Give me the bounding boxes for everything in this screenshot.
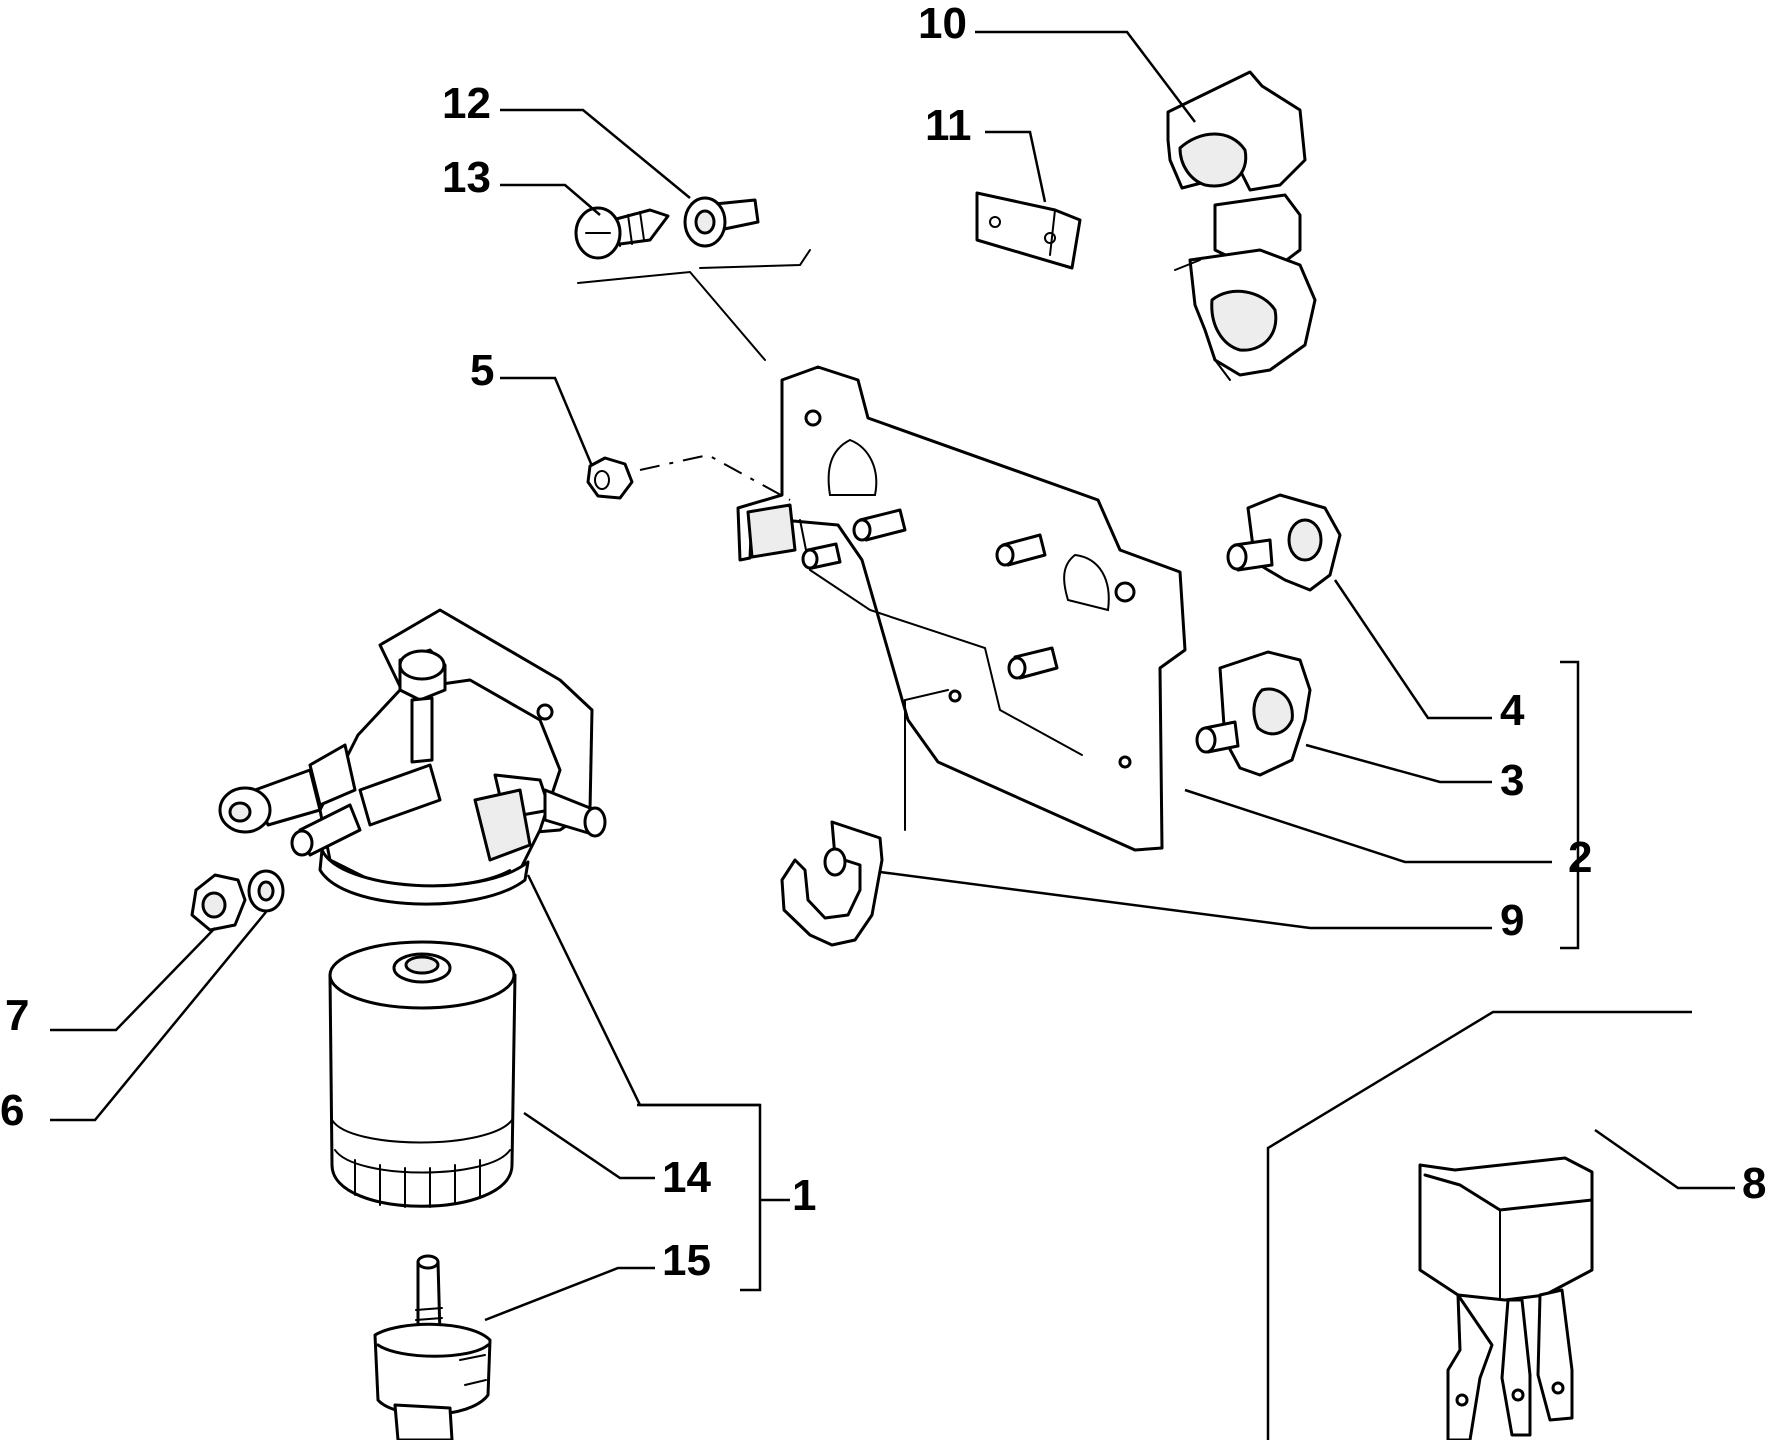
alignment-line-screws <box>577 249 811 361</box>
callout-2: 2 <box>1568 833 1592 882</box>
callout-10: 10 <box>918 0 967 48</box>
part-7-nut <box>190 873 247 932</box>
part-1-filter-head <box>218 608 607 906</box>
callout-8: 8 <box>1742 1159 1766 1208</box>
part-14-filter-cartridge <box>328 940 517 1208</box>
part-13-screw <box>574 206 670 260</box>
part-15-sensor <box>373 1254 492 1440</box>
callout-5: 5 <box>470 346 494 395</box>
part-12-bushing <box>683 196 760 248</box>
part-4-cable-clip <box>1226 493 1342 592</box>
callout-1: 1 <box>792 1171 816 1220</box>
callout-6: 6 <box>0 1086 24 1135</box>
part-9-clamp <box>780 820 884 947</box>
part-10-hose-clip <box>1166 70 1317 381</box>
callout-11: 11 <box>925 101 972 150</box>
callout-4: 4 <box>1500 686 1525 735</box>
leader-lines <box>50 30 1735 1440</box>
part-2-bracket-plate <box>736 365 1187 852</box>
callout-14: 14 <box>662 1153 711 1202</box>
callout-7: 7 <box>5 991 29 1040</box>
alignment-line-clamp <box>904 689 949 831</box>
part-3-cable-clip <box>1195 650 1312 777</box>
part-11-rubber-pad <box>975 191 1082 270</box>
callout-13: 13 <box>442 153 491 202</box>
part-8-relay <box>1418 1156 1594 1440</box>
part-5-nut <box>586 456 634 500</box>
callout-labels: 10 11 12 13 5 4 3 2 9 7 6 14 1 15 8 <box>0 0 1766 1285</box>
callout-15: 15 <box>662 1236 711 1285</box>
part-6-washer <box>247 869 285 913</box>
callout-12: 12 <box>442 79 491 128</box>
callout-3: 3 <box>1500 756 1524 805</box>
callout-9: 9 <box>1500 896 1524 945</box>
alignment-line-nut <box>639 453 791 501</box>
